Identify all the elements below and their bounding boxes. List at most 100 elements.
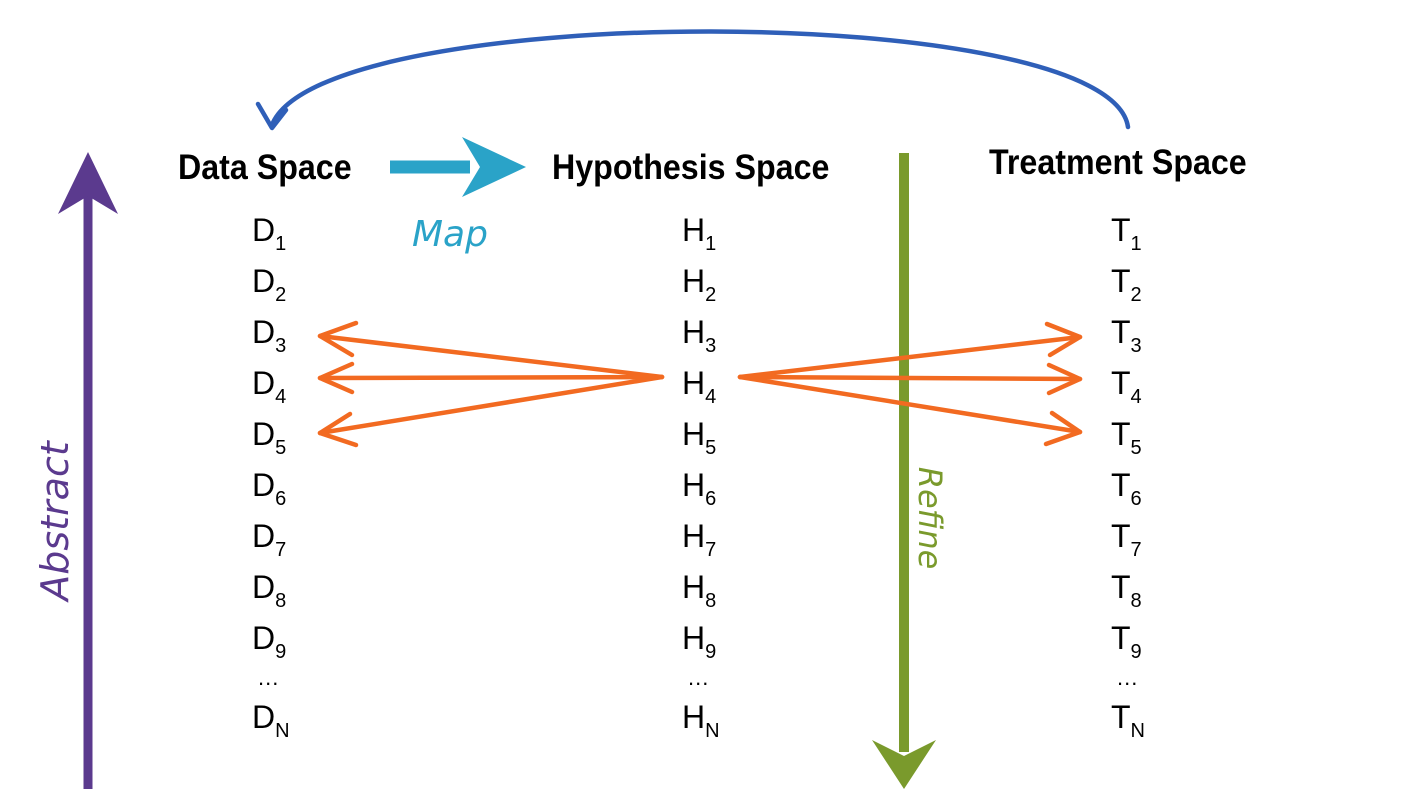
data-item: D6 [252,460,290,511]
hypothesis-item-letter: H [682,699,706,735]
treatment-ellipsis: ... [1117,665,1139,690]
feedback-arc-arrow [269,29,1131,130]
hypothesis-item-letter: H [682,263,706,299]
hypothesis-item-last: HN [682,692,720,743]
hypothesis-item: H9 [682,613,720,664]
data-item-letter: D [252,569,276,605]
data-item-letter: D [252,416,276,452]
data-item-subscript: 8 [275,590,287,612]
hypothesis-item-letter: H [682,365,706,401]
data-item-subscript: 9 [275,641,287,663]
data-item: D5 [252,409,290,460]
treatment-item-subscript: 1 [1130,233,1142,255]
hypothesis-item-letter: H [682,518,706,554]
hypothesis-item-letter: H [682,620,706,656]
treatment-item-letter: T [1111,314,1131,350]
hypothesis-space-title: Hypothesis Space [552,148,830,187]
hypothesis-item: H8 [682,562,720,613]
refine-label: Refine [911,466,949,570]
data-item-subscript: 3 [275,335,287,357]
hypothesis-item: H5 [682,409,720,460]
hypothesis-item-subscript: 8 [705,590,717,612]
data-item-last: DN [252,692,290,743]
hypothesis-item-subscript: 7 [705,539,717,561]
data-item: D2 [252,256,290,307]
hypothesis-item: H4 [682,358,720,409]
feedback-arc-arrowhead [255,101,289,131]
treatment-item: T9 [1111,613,1145,664]
treatment-item-letter: T [1111,416,1131,452]
hypothesis-item-subscript: 5 [705,437,717,459]
hypothesis-item: H3 [682,307,720,358]
hypothesis-item: H2 [682,256,720,307]
abstract-label: Abstract [33,441,77,601]
data-item-subscript: 6 [275,488,287,510]
data-item-subscript: 1 [275,233,287,255]
treatment-item-subscript: 6 [1130,488,1142,510]
hypothesis-item-letter: H [682,212,706,248]
treatment-item: T2 [1111,256,1145,307]
treatment-item-subscript: N [1130,720,1145,742]
data-item-subscript: 4 [275,386,287,408]
treatment-item: T1 [1111,205,1145,256]
hypothesis-item-subscript: 1 [705,233,717,255]
treatment-item-subscript: 5 [1130,437,1142,459]
treatment-item-subscript: 9 [1130,641,1142,663]
data-item-letter: D [252,365,276,401]
treatment-item-letter: T [1111,365,1131,401]
data-item: D4 [252,358,290,409]
hypothesis-item-subscript: 6 [705,488,717,510]
data-item: D8 [252,562,290,613]
treatment-item: T5 [1111,409,1145,460]
data-item-letter: D [252,620,276,656]
treatment-item: T4 [1111,358,1145,409]
treatment-item-letter: T [1111,569,1131,605]
abstract-arrowhead [58,152,118,214]
hypothesis-item: H6 [682,460,720,511]
data-item: D9 [252,613,290,664]
hypothesis-item-letter: H [682,569,706,605]
data-item: D3 [252,307,290,358]
data-space-title: Data Space [178,148,352,187]
data-item: D1 [252,205,290,256]
hypothesis-item-letter: H [682,416,706,452]
hypothesis-item: H1 [682,205,720,256]
treatment-item-subscript: 3 [1130,335,1142,357]
map-label: Map [412,214,488,255]
treatment-item-subscript: 7 [1130,539,1142,561]
data-item-subscript: 5 [275,437,287,459]
hypothesis-to-treatment-arrows [737,321,1083,447]
hypothesis-ellipsis: ... [688,665,710,690]
treatment-item-letter: T [1111,518,1131,554]
treatment-item-subscript: 4 [1130,386,1142,408]
data-item-subscript: N [275,720,290,742]
treatment-item-letter: T [1111,699,1131,735]
treatment-item-subscript: 2 [1130,284,1142,306]
treatment-item: T8 [1111,562,1145,613]
hypothesis-item-letter: H [682,314,706,350]
hypothesis-item-subscript: 4 [705,386,717,408]
data-item-letter: D [252,212,276,248]
hypothesis-item-letter: H [682,467,706,503]
hypothesis-item-subscript: 3 [705,335,717,357]
refine-arrowhead [872,740,936,789]
data-item-letter: D [252,467,276,503]
treatment-item-last: TN [1111,692,1145,743]
treatment-item-letter: T [1111,212,1131,248]
hypothesis-item-subscript: 9 [705,641,717,663]
data-item-letter: D [252,263,276,299]
treatment-space-title: Treatment Space [989,143,1247,182]
data-item-letter: D [252,518,276,554]
data-item-subscript: 7 [275,539,287,561]
hypothesis-item: H7 [682,511,720,562]
hypothesis-item-subscript: 2 [705,284,717,306]
treatment-item: T6 [1111,460,1145,511]
treatment-item-subscript: 8 [1130,590,1142,612]
treatment-item-letter: T [1111,263,1131,299]
data-item-letter: D [252,314,276,350]
